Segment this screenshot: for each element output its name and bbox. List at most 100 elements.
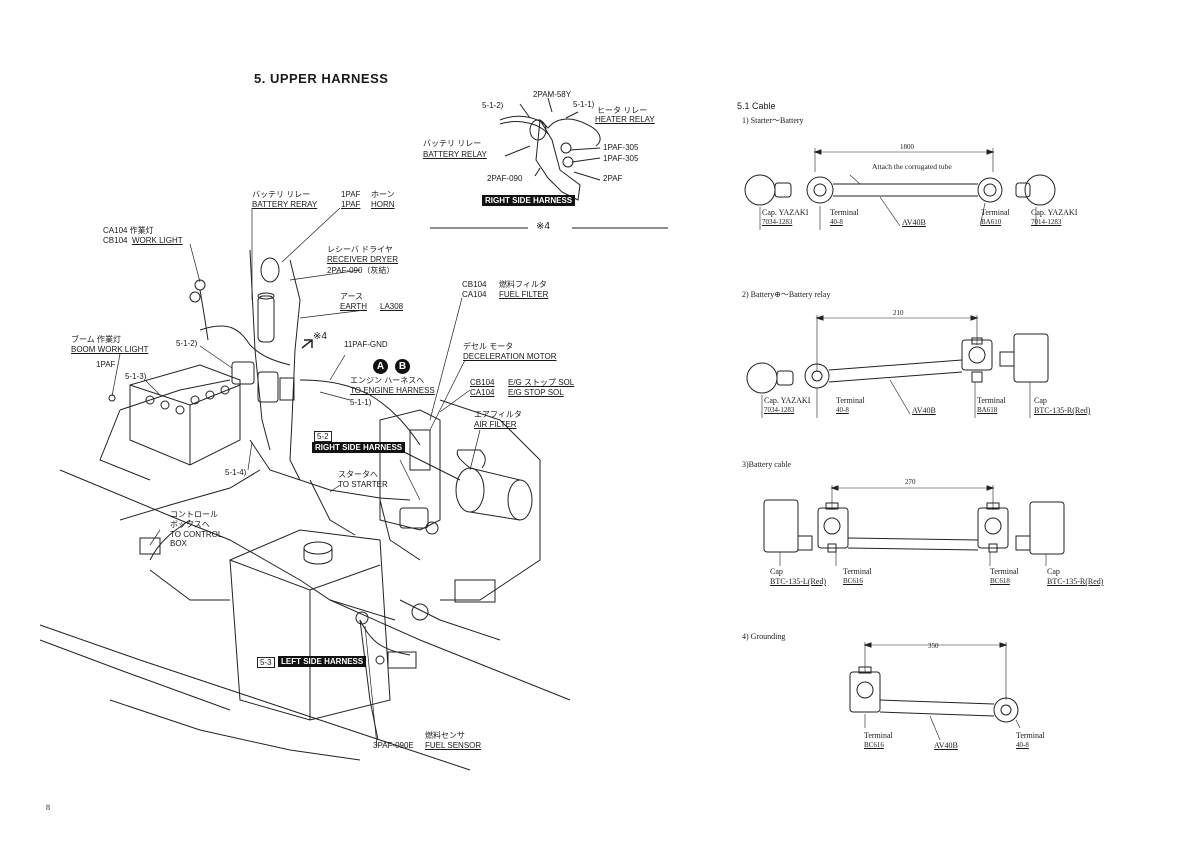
d4-term-right-code: 40-8 <box>1016 741 1029 749</box>
lsh-num: 5-3 <box>257 657 275 668</box>
d2-title: 2) Battery⊕～Battery relay <box>742 290 831 299</box>
page-number: 8 <box>46 803 50 812</box>
d1-title: 1) Starter～Battery <box>742 116 804 125</box>
ctrl-jp2: ボックスへ <box>170 520 210 529</box>
inset-2paf: 2PAF <box>603 174 623 183</box>
d1-term-left: Terminal <box>830 208 859 217</box>
d1-term-left-code: 40-8 <box>830 218 843 226</box>
battery-relay-en: BATTERY RERAY <box>252 200 318 209</box>
work-light-en: WORK LIGHT <box>132 236 183 245</box>
fuel-sensor-code: 3PAF-090E <box>373 741 414 750</box>
ref-512: 5-1-2) <box>176 339 198 348</box>
earth-jp: アース <box>340 292 364 301</box>
receiver-jp: レシーバ ドライヤ <box>327 245 393 254</box>
rsh-label: RIGHT SIDE HARNESS <box>312 442 406 453</box>
d3-term-left: Terminal <box>843 567 872 576</box>
decel-en: DECELERATION MOTOR <box>463 352 557 361</box>
horn-code2: 1PAF <box>341 200 361 209</box>
rsh-num: 5-2 <box>314 431 332 442</box>
air-en: AIR FILTER <box>474 420 517 429</box>
d2-term-left-code: 40-8 <box>836 406 849 414</box>
d1-cap-left-code: 7034-1283 <box>762 218 793 226</box>
d2-wire: AV40B <box>912 406 936 415</box>
cable-d1-drawing <box>744 148 1056 230</box>
d1-cap-left: Cap. YAZAKI <box>762 208 809 217</box>
d3-term-left-code: BC616 <box>843 577 863 585</box>
d2-term-left: Terminal <box>836 396 865 405</box>
d1-length: 1800 <box>900 143 914 151</box>
inset-drawing <box>499 97 601 201</box>
d3-term-right-code: BC618 <box>990 577 1010 585</box>
d1-term-right: Terminal <box>981 208 1010 217</box>
d1-cap-right-code: 7014-1283 <box>1031 218 1062 226</box>
cable-heading: 5.1 Cable <box>737 101 776 111</box>
fuel-filter-code2: CA104 <box>462 290 487 299</box>
d2-term-right: Terminal <box>977 396 1006 405</box>
boom-en: BOOM WORK LIGHT <box>71 345 149 354</box>
earth-en: EARTH <box>340 302 367 311</box>
inset-heater-en: HEATER RELAY <box>595 115 655 124</box>
marker-a: A <box>373 359 388 374</box>
horn-en: HORN <box>371 200 395 209</box>
fuel-filter-code: CB104 <box>462 280 487 289</box>
d2-length: 210 <box>893 309 904 317</box>
cable-d3-drawing <box>763 485 1065 566</box>
fuel-sensor-en: FUEL SENSOR <box>425 741 482 750</box>
d2-cap-right-code: BTC-135-R(Red) <box>1034 406 1091 415</box>
d4-term-left: Terminal <box>864 731 893 740</box>
gnd-label: 11PAF-GND <box>344 340 388 349</box>
lsh-label: LEFT SIDE HARNESS <box>278 656 367 667</box>
inset-pam-label: 2PAM-58Y <box>533 90 572 99</box>
d4-term-left-code: BC616 <box>864 741 884 749</box>
page-title: 5. UPPER HARNESS <box>254 71 389 86</box>
work-light-jp: CA104 作業灯 <box>103 226 154 235</box>
cable-d4-drawing <box>849 642 1021 741</box>
ctrl-jp1: コントロール <box>170 510 218 519</box>
d1-tube-note: Attach the corrugated tube <box>872 162 952 171</box>
starter-jp: スタータへ <box>338 470 378 479</box>
d2-cap-left: Cap. YAZAKI <box>764 396 811 405</box>
ref-511: 5-1-1) <box>350 398 372 407</box>
stop-code2: CA104 <box>470 388 495 397</box>
d1-cap-right: Cap. YAZAKI <box>1031 208 1078 217</box>
ref-514: 5-1-4) <box>225 468 247 477</box>
d3-cap-left: Cap <box>770 567 783 576</box>
receiver-code: 2PAF-090（灰結） <box>327 266 395 275</box>
d3-term-right: Terminal <box>990 567 1019 576</box>
inset-ref-511: 5-1-1) <box>573 100 595 109</box>
ref-513: 5-1-3) <box>125 372 147 381</box>
work-light-code: CB104 <box>103 236 128 245</box>
fuel-filter-jp: 燃料フィルタ <box>499 280 547 289</box>
inset-battery-en: BATTERY RELAY <box>423 150 487 159</box>
d3-title: 3)Battery cable <box>742 460 792 469</box>
inset-090: 2PAF-090 <box>487 174 523 183</box>
air-jp: エアフィルタ <box>474 410 522 419</box>
inset-note: ※4 <box>536 221 550 232</box>
d1-wire: AV40B <box>902 218 926 227</box>
d2-term-right-code: BA618 <box>977 406 998 414</box>
battery-relay-jp: バッテリ リレー <box>252 190 311 199</box>
receiver-en: RECEIVER DRYER <box>327 255 398 264</box>
decel-jp: デセル モータ <box>463 342 514 351</box>
inset-harness-label: RIGHT SIDE HARNESS <box>482 195 576 206</box>
horn-jp: ホーン <box>371 190 395 199</box>
ctrl-en1: TO CONTROL <box>170 530 223 539</box>
d3-cap-right: Cap <box>1047 567 1060 576</box>
d3-cap-right-code: BTC-135-R(Red) <box>1047 577 1104 586</box>
d1-term-right-code: BA610 <box>981 218 1002 226</box>
main-note4: ※4 <box>313 331 327 342</box>
d4-title: 4) Grounding <box>742 632 786 641</box>
starter-en: TO STARTER <box>338 480 388 489</box>
marker-b: B <box>395 359 410 374</box>
ctrl-en2: BOX <box>170 539 187 548</box>
fuel-sensor-jp: 燃料センサ <box>425 731 465 740</box>
inset-ref-512: 5-1-2) <box>482 101 504 110</box>
inset-battery-jp: バッテリ リレー <box>423 139 482 148</box>
inset-heater-jp: ヒータ リレー <box>597 106 648 115</box>
engine-en: TO ENGINE HARNESS <box>350 386 435 395</box>
d4-wire: AV40B <box>934 741 958 750</box>
d3-cap-left-code: BTC-135-L(Red) <box>770 577 826 586</box>
engine-jp: エンジン ハーネスへ <box>350 376 425 385</box>
d4-length: 350 <box>928 642 939 650</box>
